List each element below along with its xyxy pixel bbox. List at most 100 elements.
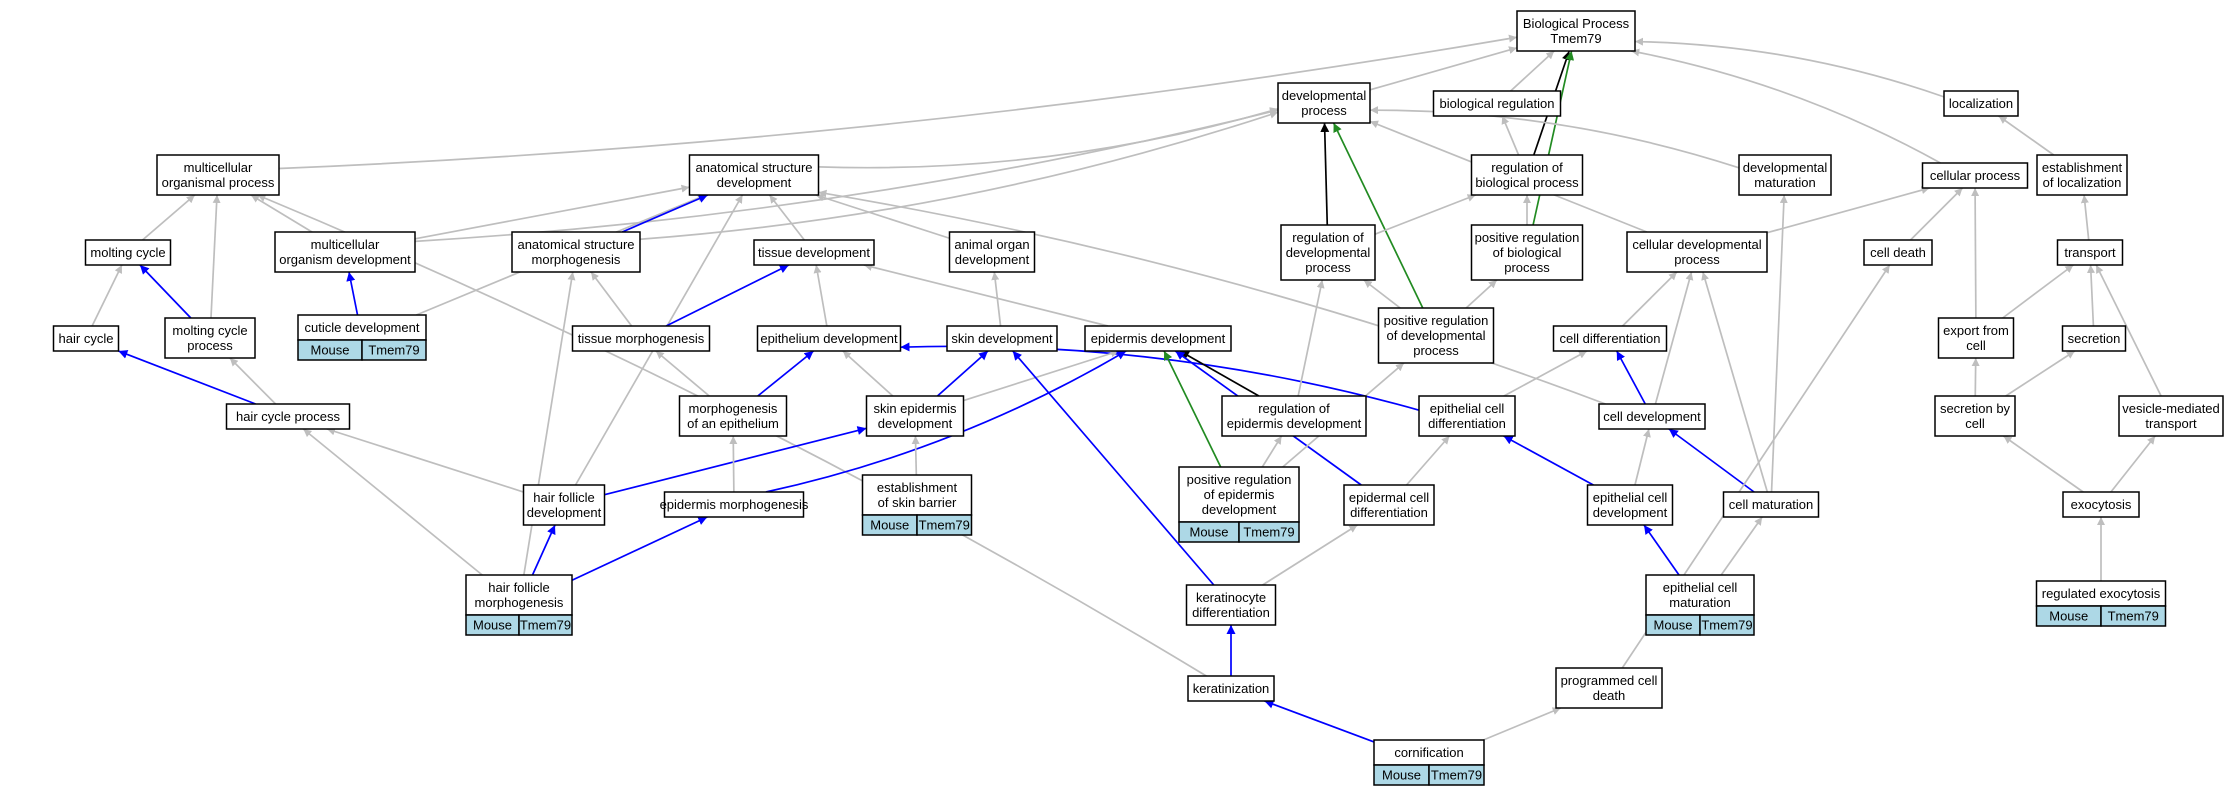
node-label: regulation of: [1491, 160, 1563, 175]
node-label: death: [1593, 688, 1626, 703]
edge-is-a: [523, 271, 576, 576]
node-label: hair follicle: [488, 580, 549, 595]
node-label: of localization: [2043, 175, 2122, 190]
edge-part-of: [118, 350, 256, 405]
node-label: of skin barrier: [878, 495, 957, 510]
annotation-cell: [1699, 614, 1755, 636]
edge-is-a: [1766, 186, 1930, 234]
edge-is-a: [2110, 435, 2156, 493]
node-label: process: [1301, 103, 1347, 118]
edge-part-of: [1012, 350, 1215, 586]
node-label: transport: [2064, 245, 2116, 260]
gene-label: Tmem79: [1431, 768, 1482, 783]
edge-is-a: [1503, 350, 1588, 397]
node-box: [1626, 231, 1768, 273]
go-term-node: molting cycle: [84, 239, 172, 266]
node-label: cornification: [1394, 745, 1463, 760]
gene-label: Tmem79: [2108, 609, 2159, 624]
node-box: [861, 474, 973, 516]
node-label: molting cycle: [172, 323, 247, 338]
edge-is-a: [1909, 187, 1964, 241]
edge-part-of: [1615, 350, 1647, 405]
edge-is-a: [1465, 279, 1498, 309]
node-box: [84, 239, 172, 266]
edge-is-a: [2080, 194, 2090, 241]
edge-is-a: [1363, 279, 1401, 309]
edge-part-of: [531, 524, 556, 576]
edge-part-of: [604, 426, 867, 496]
edge-positively-regulates: [1163, 350, 1222, 468]
node-box: [156, 154, 280, 196]
node-label: keratinocyte: [1196, 590, 1266, 605]
edge-is-a: [250, 194, 313, 233]
gene-label: Tmem79: [919, 518, 970, 533]
edge-is-a: [1621, 271, 1678, 327]
node-label: regulation of: [1258, 401, 1330, 416]
go-term-node: secretion: [2061, 325, 2127, 352]
node-box: [1185, 584, 1277, 626]
node-label: localization: [1949, 96, 2013, 111]
node-box: [1418, 395, 1516, 437]
go-term-node: exocytosis: [2062, 491, 2140, 518]
node-label: developmental: [1282, 88, 1367, 103]
node-label: epithelium development: [760, 331, 898, 346]
node-box: [948, 231, 1036, 273]
node-label: development: [878, 416, 953, 431]
node-label: cellular process: [1930, 168, 2021, 183]
edge-part-of: [1643, 524, 1680, 576]
node-label: animal organ: [954, 237, 1029, 252]
node-box: [1863, 239, 1933, 266]
node-label: cell differentiation: [1560, 331, 1661, 346]
edge-is-a: [991, 271, 1002, 327]
node-label: Tmem79: [1550, 31, 1601, 46]
node-box: [2056, 239, 2124, 266]
go-term-node: epithelium development: [756, 325, 902, 352]
node-label: maturation: [1669, 595, 1730, 610]
node-label: development: [955, 252, 1030, 267]
go-term-node: skin development: [946, 325, 1058, 352]
node-box: [1187, 675, 1275, 702]
node-box: [678, 395, 788, 437]
edge-is-a: [1262, 524, 1358, 586]
edge-is-a: [229, 357, 277, 405]
edge-is-a: [1501, 115, 1520, 156]
node-label: tissue morphogenesis: [578, 331, 705, 346]
edge-is-a: [768, 194, 805, 241]
node-label: vesicle-mediated: [2122, 401, 2220, 416]
node-box: [1516, 10, 1636, 52]
node-box: [1432, 90, 1562, 117]
node-label: biological process: [1475, 175, 1579, 190]
node-label: epidermis development: [1227, 416, 1362, 431]
edge-is-a: [414, 108, 1279, 243]
node-box: [1645, 574, 1755, 616]
node-label: epithelial cell: [1663, 580, 1738, 595]
node-label: positive regulation: [1187, 472, 1292, 487]
node-label: positive regulation: [1384, 313, 1489, 328]
node-label: process: [1413, 343, 1459, 358]
edge-is-a: [326, 427, 524, 493]
gene-label: Tmem79: [368, 343, 419, 358]
annotation-cell: [916, 514, 973, 536]
node-label: secretion by: [1940, 401, 2011, 416]
node-label: Biological Process: [1523, 16, 1630, 31]
node-box: [1084, 325, 1232, 352]
node-label: cell death: [1870, 245, 1926, 260]
node-label: development: [717, 175, 792, 190]
node-box: [1598, 403, 1706, 430]
node-label: process: [1674, 252, 1720, 267]
node-label: epithelial cell: [1430, 401, 1505, 416]
edge-is-a: [1510, 50, 1555, 92]
edge-is-a: [1369, 106, 1740, 169]
node-label: process: [187, 338, 233, 353]
edge-is-a: [818, 189, 1606, 405]
